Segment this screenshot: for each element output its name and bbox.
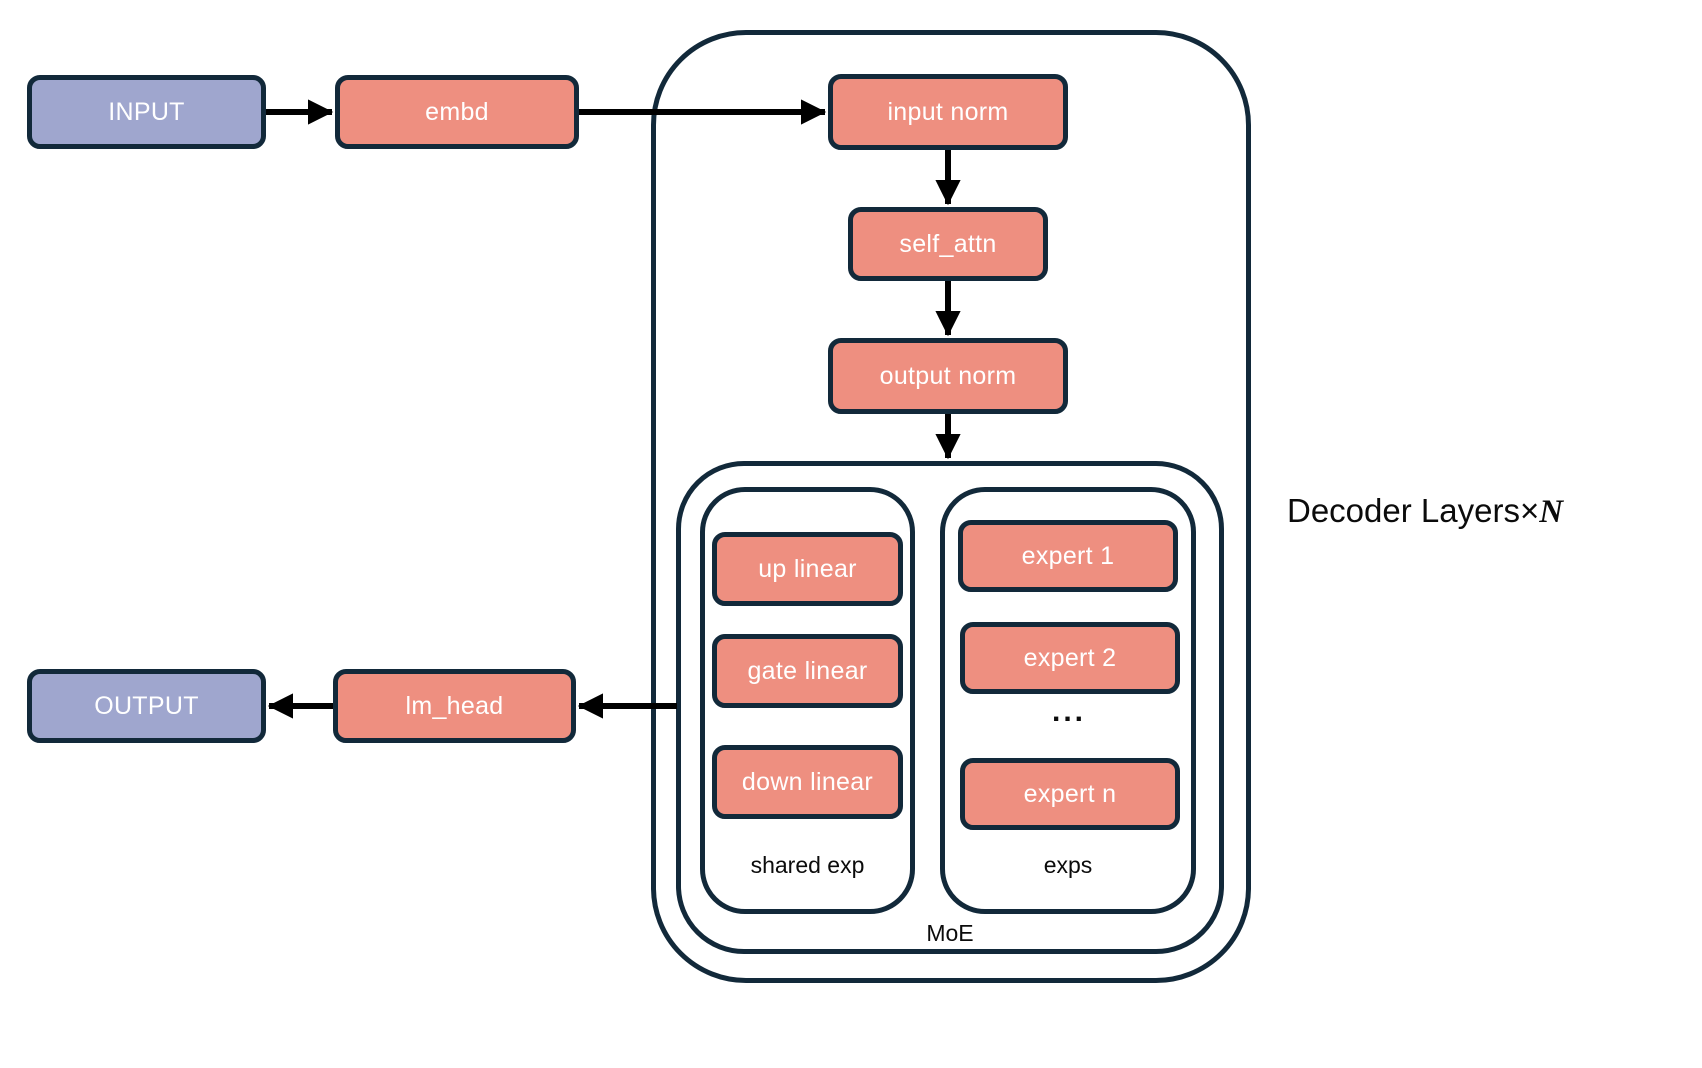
up-linear-node-label: up linear	[758, 554, 857, 583]
exps-label: exps	[1043, 852, 1093, 878]
self-attn-node-label: self_attn	[899, 229, 997, 258]
gate-linear-node: gate linear	[712, 634, 903, 708]
decoder-layers-title-text: Decoder Layers×	[1287, 492, 1540, 529]
embd-node: embd	[335, 75, 579, 149]
expert-2-node: expert 2	[960, 622, 1180, 694]
output-node-label: OUTPUT	[94, 691, 199, 720]
up-linear-node: up linear	[712, 532, 903, 606]
input-norm-node-label: input norm	[887, 97, 1009, 126]
lm-head-node-label: lm_head	[405, 691, 504, 720]
output-norm-node-label: output norm	[879, 361, 1017, 390]
expert-n-node: expert n	[960, 758, 1180, 830]
output-norm-node: output norm	[828, 338, 1068, 414]
experts-ellipsis: ...	[1052, 695, 1087, 728]
expert-1-node-label: expert 1	[1021, 541, 1115, 570]
embd-node-label: embd	[425, 97, 489, 126]
moe-label: MoE	[926, 920, 974, 946]
expert-1-node: expert 1	[958, 520, 1178, 592]
expert-2-node-label: expert 2	[1023, 643, 1117, 672]
decoder-layers-container	[651, 30, 1251, 983]
self-attn-node: self_attn	[848, 207, 1048, 281]
down-linear-node: down linear	[712, 745, 903, 819]
input-node: INPUT	[27, 75, 266, 149]
down-linear-node-label: down linear	[741, 767, 874, 796]
input-norm-node: input norm	[828, 74, 1068, 150]
decoder-layers-n: N	[1539, 494, 1564, 530]
expert-n-node-label: expert n	[1023, 779, 1117, 808]
input-node-label: INPUT	[108, 97, 185, 126]
shared-exp-container	[700, 487, 915, 914]
exps-container	[940, 487, 1196, 914]
output-node: OUTPUT	[27, 669, 266, 743]
decoder-layers-title: Decoder Layers×N	[1287, 492, 1563, 531]
lm-head-node: lm_head	[333, 669, 576, 743]
moe-container	[676, 461, 1224, 954]
shared-exp-label: shared exp	[750, 852, 865, 878]
gate-linear-node-label: gate linear	[747, 656, 868, 685]
